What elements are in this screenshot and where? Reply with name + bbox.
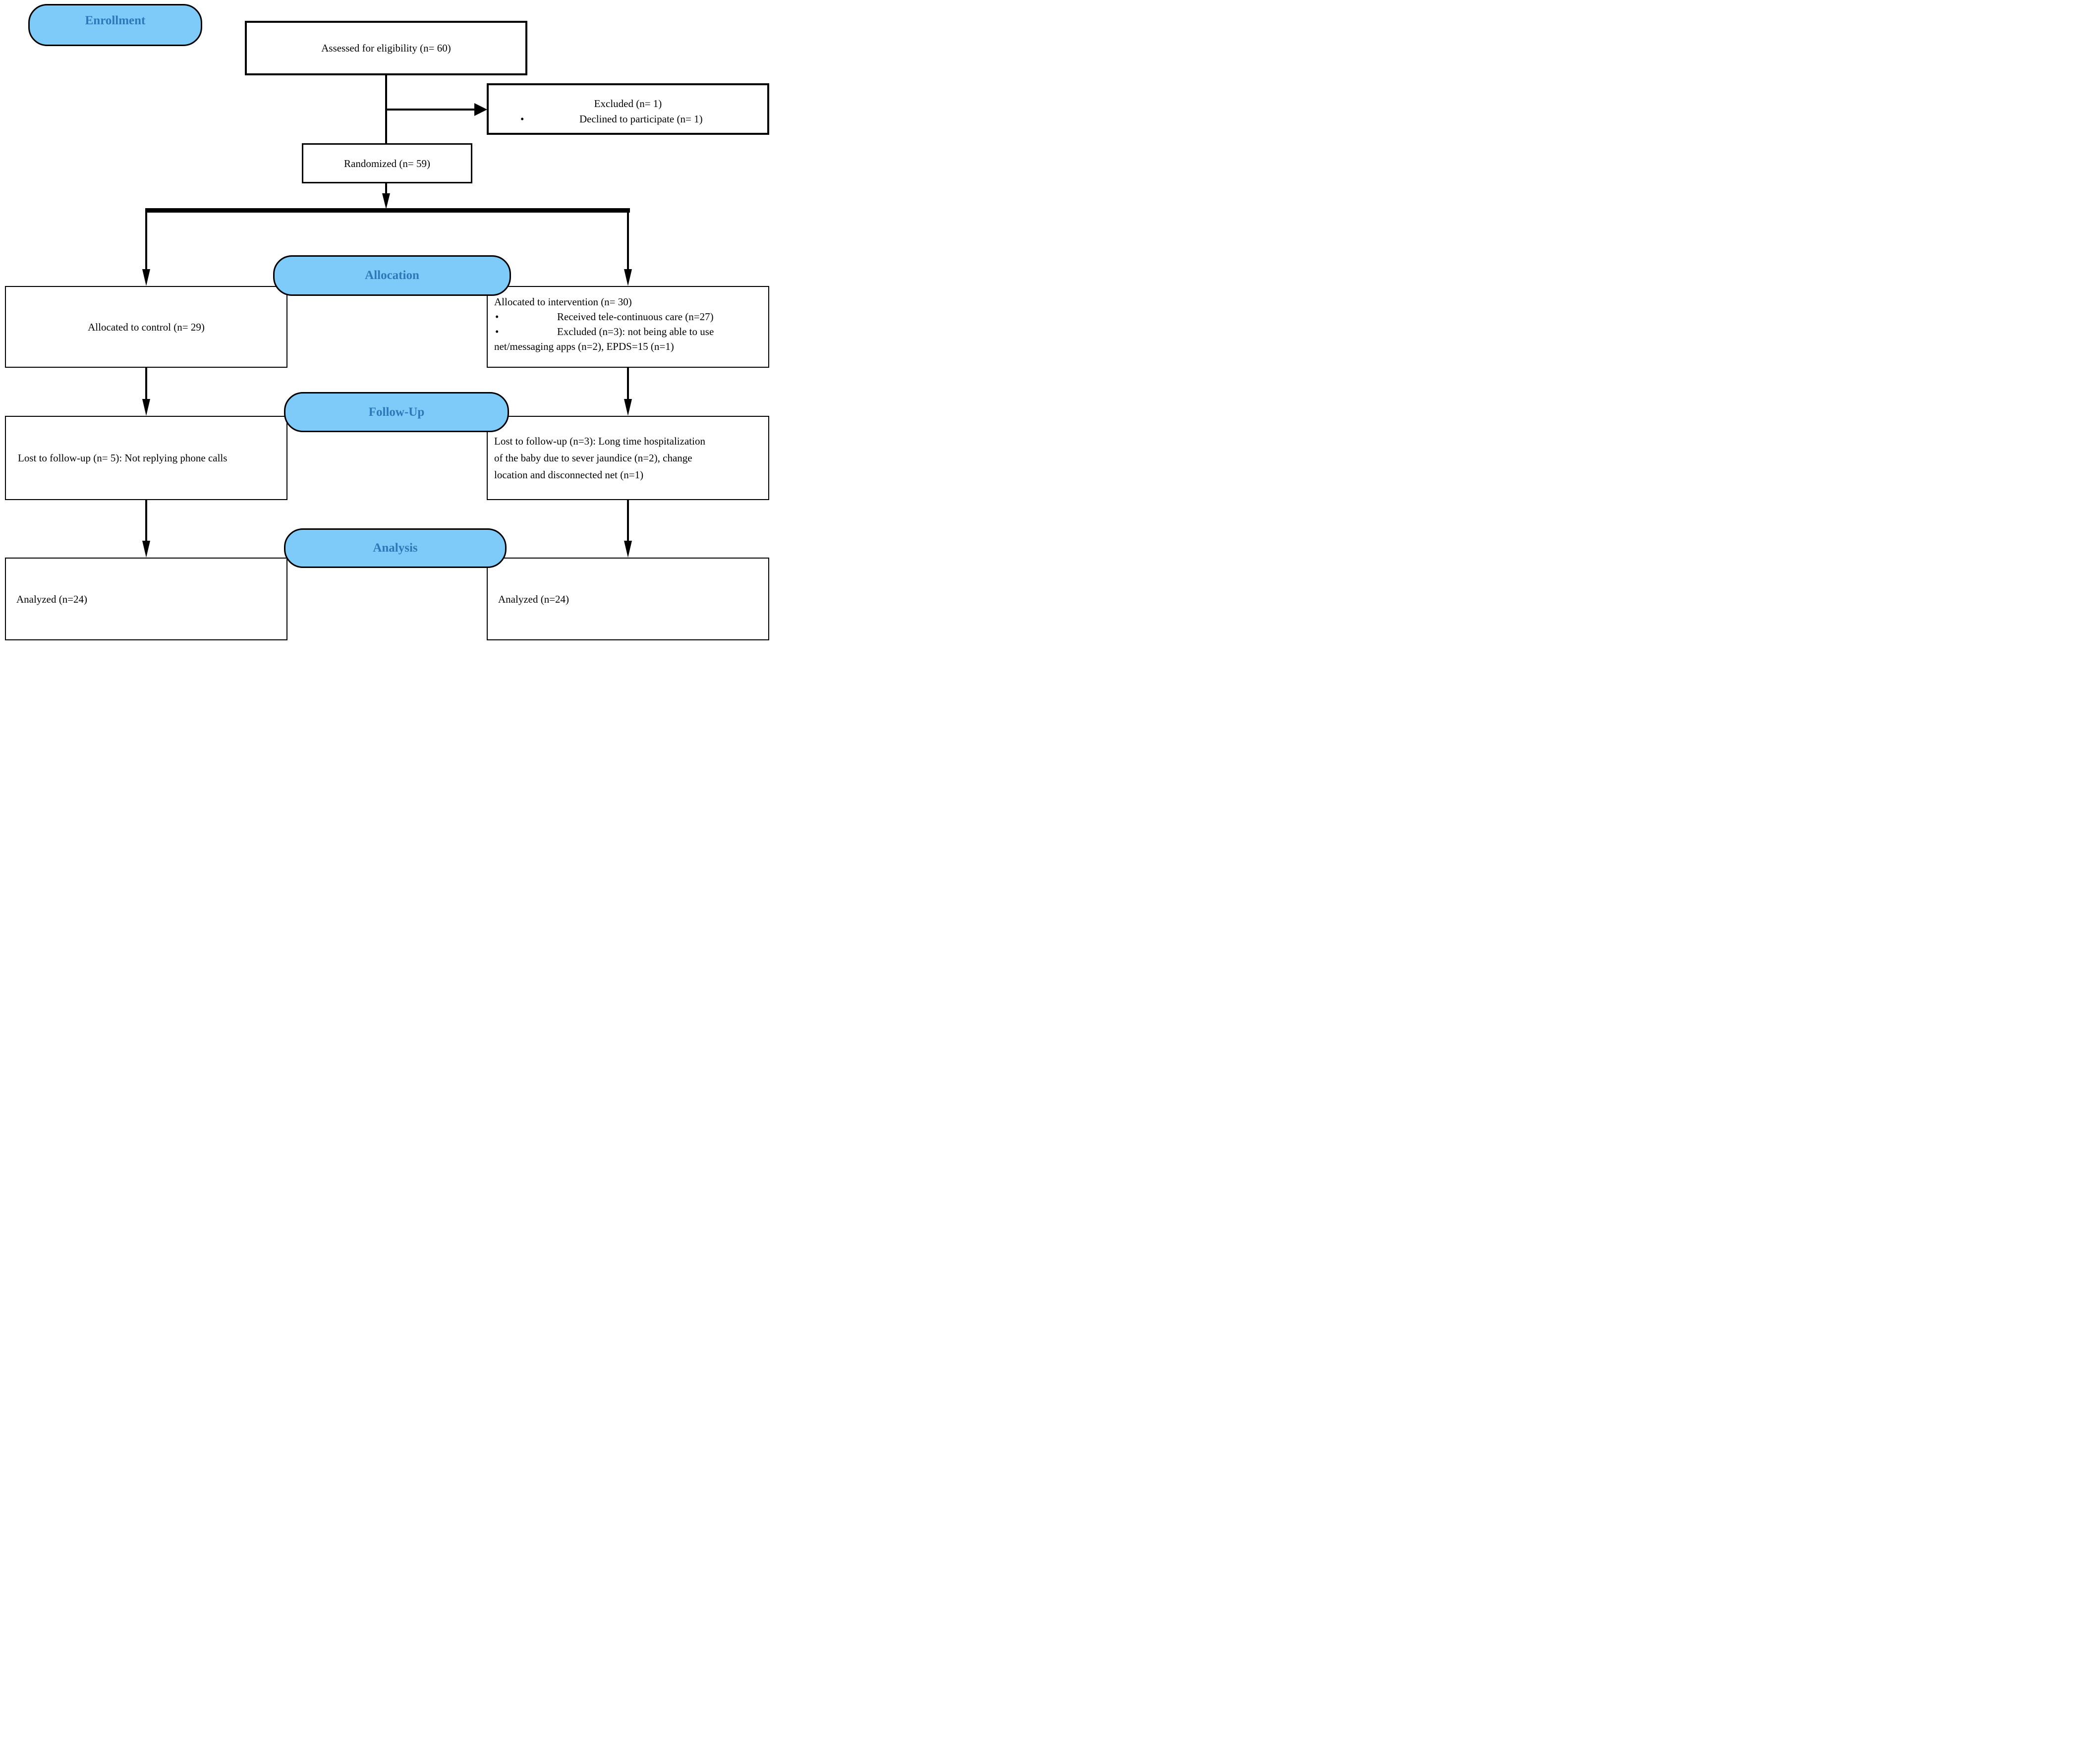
connector-randomized-to-branch xyxy=(385,183,387,195)
lost-followup-control-box: Lost to follow-up (n= 5): Not replying p… xyxy=(5,416,287,500)
arrowhead-down-icon xyxy=(142,269,150,286)
stage-pill-allocation: Allocation xyxy=(273,255,511,296)
excluded-title: Excluded (n= 1) xyxy=(594,98,662,110)
stage-label-enrollment: Enrollment xyxy=(85,13,146,27)
arrowhead-right-icon xyxy=(474,103,487,116)
bullet-icon: • xyxy=(520,113,524,125)
arrowhead-down-icon xyxy=(142,541,150,558)
allocated-control-box: Allocated to control (n= 29) xyxy=(5,286,287,368)
lost-followup-control-text: Lost to follow-up (n= 5): Not replying p… xyxy=(18,452,227,464)
bullet-icon: • xyxy=(495,311,499,323)
assessed-eligibility-text: Assessed for eligibility (n= 60) xyxy=(321,42,451,54)
analyzed-control-text: Analyzed (n=24) xyxy=(16,593,88,605)
lost-followup-intervention-line-3: location and disconnected net (n=1) xyxy=(494,469,644,481)
excluded-bullet-text: Declined to participate (n= 1) xyxy=(579,113,703,125)
allocated-control-text: Allocated to control (n= 29) xyxy=(88,321,205,333)
intervention-bullet-text-2: Excluded (n=3): not being able to use xyxy=(557,326,714,338)
arrowhead-down-icon xyxy=(624,269,632,286)
connector-branch-to-intervention xyxy=(627,213,629,269)
connector-control-to-lost xyxy=(145,368,147,399)
intervention-bullet-text-1: Received tele-continuous care (n=27) xyxy=(557,311,714,323)
excluded-bullet-line: • Declined to participate (n= 1) xyxy=(489,112,767,127)
consort-flow-diagram: Enrollment Allocation Follow-Up Analysis… xyxy=(0,0,773,645)
arrowhead-down-icon xyxy=(142,399,150,416)
lost-followup-intervention-line-2: of the baby due to sever jaundice (n=2),… xyxy=(494,452,692,464)
analyzed-intervention-text: Analyzed (n=24) xyxy=(498,593,569,605)
stage-pill-followup: Follow-Up xyxy=(284,392,509,432)
intervention-bullet-line-1: • Received tele-continuous care (n=27) xyxy=(488,309,768,324)
connector-branch-to-control xyxy=(145,213,147,269)
intervention-title: Allocated to intervention (n= 30) xyxy=(494,296,632,308)
allocated-intervention-box: Allocated to intervention (n= 30) • Rece… xyxy=(487,286,769,368)
bullet-icon: • xyxy=(495,326,499,338)
arrowhead-down-icon xyxy=(624,399,632,416)
randomized-box: Randomized (n= 59) xyxy=(302,143,472,183)
intervention-bullet-line-2: • Excluded (n=3): not being able to use xyxy=(488,324,768,339)
stage-label-allocation: Allocation xyxy=(365,269,419,282)
connector-lost-to-analyzed-control xyxy=(145,500,147,541)
arrowhead-down-icon xyxy=(624,541,632,558)
intervention-continuation-text: net/messaging apps (n=2), EPDS=15 (n=1) xyxy=(494,340,674,352)
excluded-box: Excluded (n= 1) • Declined to participat… xyxy=(487,83,769,135)
arrowhead-down-icon xyxy=(382,193,390,209)
stage-label-followup: Follow-Up xyxy=(368,405,425,419)
lost-followup-intervention-line-1: Lost to follow-up (n=3): Long time hospi… xyxy=(494,435,705,447)
assessed-eligibility-box: Assessed for eligibility (n= 60) xyxy=(245,21,527,75)
lost-followup-intervention-box: Lost to follow-up (n=3): Long time hospi… xyxy=(487,416,769,500)
analyzed-intervention-box: Analyzed (n=24) xyxy=(487,558,769,640)
analyzed-control-box: Analyzed (n=24) xyxy=(5,558,287,640)
branch-bar xyxy=(145,208,630,213)
connector-intervention-to-lost xyxy=(627,368,629,399)
stage-pill-analysis: Analysis xyxy=(284,528,507,568)
connector-lost-to-analyzed-intervention xyxy=(627,500,629,541)
connector-to-excluded xyxy=(386,109,475,111)
stage-pill-enrollment: Enrollment xyxy=(28,4,202,46)
randomized-text: Randomized (n= 59) xyxy=(344,157,430,170)
stage-label-analysis: Analysis xyxy=(373,541,418,555)
